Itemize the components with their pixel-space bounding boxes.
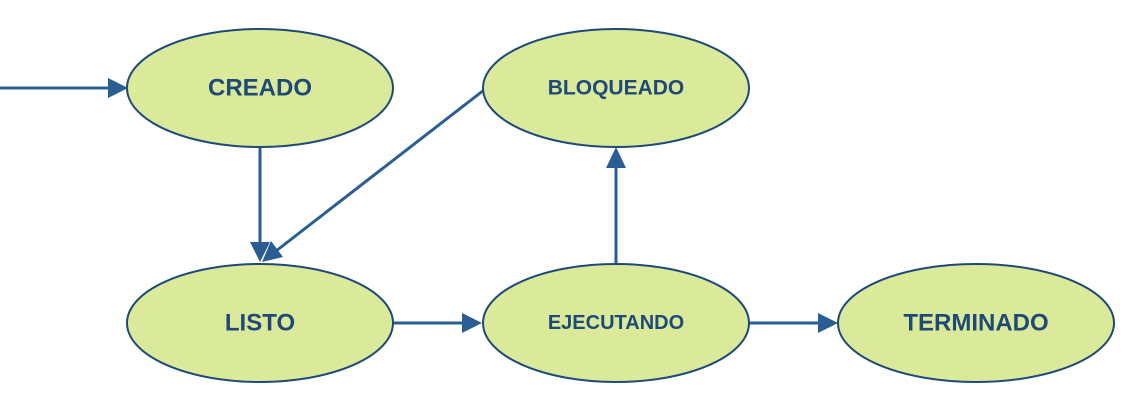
node-label-ejecutando: EJECUTANDO: [548, 312, 684, 334]
node-listo: LISTO: [126, 263, 394, 383]
node-bloqueado: BLOQUEADO: [482, 28, 750, 148]
node-ejecutando: EJECUTANDO: [482, 263, 750, 383]
edge-entry-to-creado: [0, 78, 128, 98]
edges: [0, 78, 838, 333]
node-label-listo: LISTO: [225, 310, 295, 337]
node-label-creado: CREADO: [208, 75, 312, 102]
edge-listo-to-ejecutando: [393, 313, 482, 333]
edge-ejecutando-to-terminado: [748, 313, 838, 333]
node-terminado: TERMINADO: [837, 263, 1115, 383]
edge-bloqueado-to-listo: [262, 88, 485, 262]
node-label-bloqueado: BLOQUEADO: [548, 77, 685, 100]
node-creado: CREADO: [126, 28, 394, 148]
edge-ejecutando-to-bloqueado: [606, 147, 626, 264]
node-label-terminado: TERMINADO: [903, 310, 1048, 337]
edge-creado-to-listo: [250, 147, 270, 262]
